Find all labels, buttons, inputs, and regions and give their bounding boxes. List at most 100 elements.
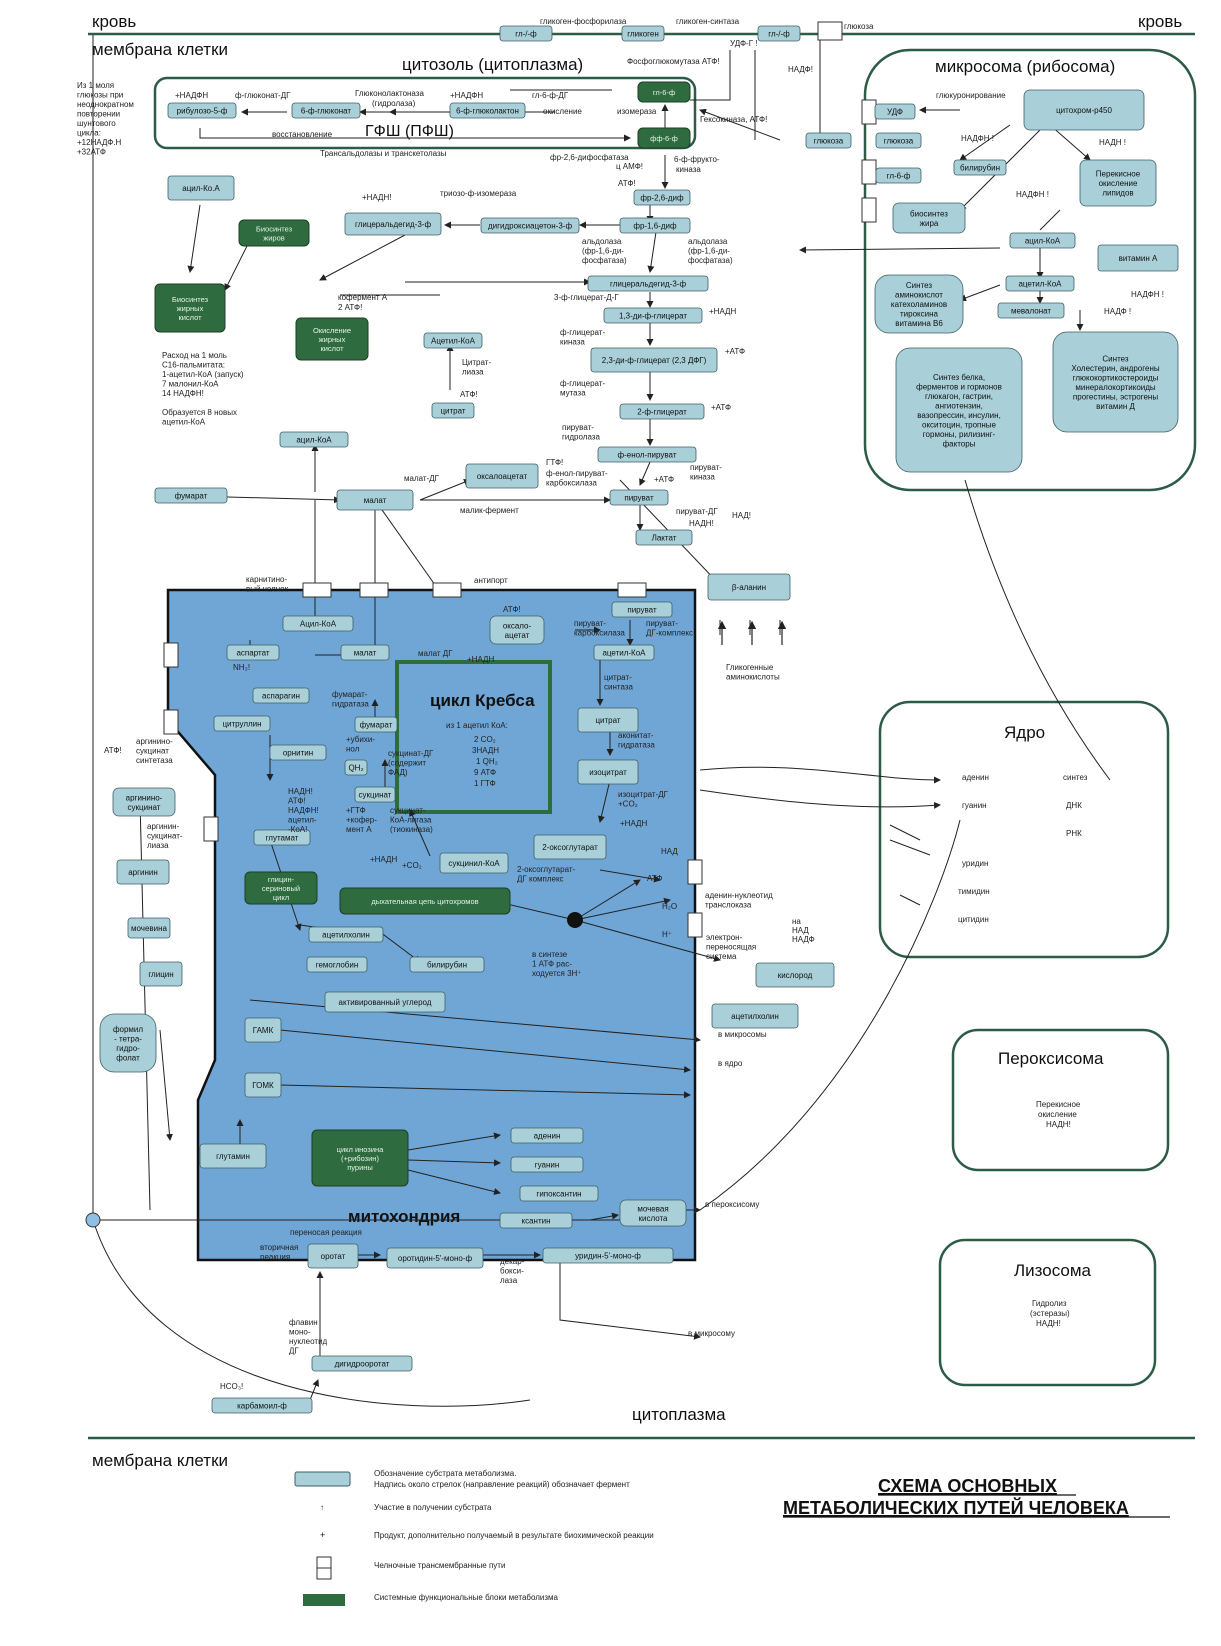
- node-box: [480, 217, 580, 234]
- enzyme-label: ДНК: [1066, 801, 1082, 810]
- enzyme-label: HCO₃!: [220, 1382, 243, 1391]
- diagram-title-1: СХЕМА ОСНОВНЫХ: [878, 1476, 1057, 1496]
- node-arginin: аргинин: [116, 859, 170, 885]
- legend-substrate-2: Надпись около стрелок (направление реакц…: [374, 1480, 630, 1489]
- lysosome-text: Гидролиз: [1032, 1299, 1067, 1308]
- node-box: [953, 159, 1007, 176]
- enzyme-label: уридин: [962, 859, 988, 868]
- enzyme-label: +CO₂: [402, 861, 422, 870]
- krebs-line: 1 ГТФ: [474, 779, 496, 788]
- node-box: [874, 274, 964, 334]
- enzyme-label: изоцитрат-ДГ: [618, 790, 669, 799]
- node-label: глюкоза: [884, 137, 914, 146]
- legend-substrate: Обозначение субстрата метаболизма.: [374, 1469, 516, 1478]
- node-label: фумарат: [175, 492, 208, 501]
- enzyme-label: гидратаза: [332, 700, 369, 709]
- node-acyl-koa: ацил-Ко.А: [167, 175, 235, 201]
- blood-right-label: кровь: [1138, 12, 1182, 31]
- node-box: [577, 707, 639, 733]
- node-qh2: QH₂: [344, 759, 368, 776]
- node-glyceral-b: глицеральдегид-3-ф: [587, 275, 709, 292]
- legend-product: Продукт, дополнительно получаемый в резу…: [374, 1531, 654, 1540]
- node-label: окисление: [1099, 179, 1138, 188]
- node-citrullin: цитруллин: [213, 715, 271, 732]
- node-box: [593, 644, 655, 661]
- block-box: [637, 127, 691, 149]
- enzyme-label: нол: [346, 745, 360, 754]
- node-label: оротидин-5'-моно-ф: [398, 1254, 473, 1263]
- node-act-carbon: активированный углерод: [324, 991, 446, 1013]
- node-box: [707, 573, 791, 601]
- node-label: ацетил-КоА: [602, 649, 646, 658]
- note-line: шунтового: [77, 119, 116, 128]
- enzyme-label: (фр-1,6-ди-: [582, 247, 624, 256]
- node-arg-sukc: аргинино-сукцинат: [112, 787, 176, 817]
- node-label: билирубин: [427, 961, 467, 970]
- peroxisome-text: НАДН!: [1046, 1120, 1071, 1129]
- node-glukoza1: глюкоза: [805, 132, 852, 149]
- legend-participation: Участие в получении субстрата: [374, 1503, 492, 1512]
- enzyme-label: на: [792, 917, 801, 926]
- node-label: УДФ: [887, 108, 903, 117]
- node-digidroorotat: дигидрооротат: [311, 1355, 413, 1372]
- node-box: [1079, 159, 1157, 207]
- enzyme-label: в синтезе: [532, 950, 568, 959]
- block-box: [311, 1129, 409, 1187]
- enzyme-label: Цитрат-: [462, 358, 491, 367]
- enzyme-label: система: [706, 952, 737, 961]
- functional-blocks: гл-6-ффф-6-фБиосинтезжировБиосинтезжирны…: [154, 81, 691, 1187]
- node-label: ГАМК: [253, 1026, 274, 1035]
- node-label: тироксина: [900, 310, 939, 319]
- node-label: ацетилхолин: [322, 931, 370, 940]
- node-fr26: фр-2,6-диф: [633, 189, 691, 206]
- enzyme-label: ф-глицерат-: [560, 328, 605, 337]
- node-laktat: Лактат: [635, 529, 693, 546]
- enzyme-label: карбоксилаза: [574, 629, 625, 638]
- enzyme-label: ц АМФ!: [616, 162, 643, 171]
- node-box: [354, 716, 398, 733]
- enzyme-label: аденин-нуклеотид: [705, 891, 773, 900]
- node-acetylholin-out: ацетилхолин: [711, 1003, 799, 1029]
- enzyme-label: кофермент А: [338, 293, 388, 302]
- microsome-label: микросома (рибосома): [935, 57, 1115, 76]
- node-bilirubin-ms: билирубин: [953, 159, 1007, 176]
- node-acyl-koa-m: Ацил-КоА: [282, 615, 354, 632]
- enzyme-label: +НАДН!: [362, 193, 391, 202]
- enzyme-label: КоА-лигаза: [390, 816, 432, 825]
- enzyme-label: Трансальдолазы и транскетолазы: [320, 149, 447, 158]
- node-label: кислота: [638, 1214, 668, 1223]
- node-box: [409, 956, 485, 973]
- cytoplasm-label: цитоплазма: [632, 1405, 726, 1424]
- node-acyl-koa-ms: ацил-КоА: [1009, 232, 1076, 249]
- node-box: [99, 1013, 157, 1073]
- enzyme-label: НАД!: [732, 511, 751, 520]
- node-fep: ф-енол-пируват: [597, 446, 697, 463]
- enzyme-label: сукцинат: [136, 747, 169, 756]
- node-label: 6-ф-глюколактон: [456, 107, 519, 116]
- node-mochevina: мочевина: [127, 917, 171, 939]
- block-label: жиров: [263, 234, 285, 243]
- node-label: Ацил-КоА: [300, 620, 337, 629]
- node-box: [542, 1247, 674, 1264]
- node-box: [590, 347, 718, 373]
- enzyme-label: НАДФН !: [1131, 290, 1164, 299]
- enzyme-label: +АТФ: [725, 347, 745, 356]
- enzyme-label: мутаза: [560, 389, 586, 398]
- enzyme-label: гликоген-синтаза: [676, 17, 740, 26]
- enzyme-label: +НАДФН: [175, 91, 208, 100]
- enzyme-label: альдолаза: [582, 237, 622, 246]
- node-label: изоцитрат: [589, 768, 627, 777]
- node-label: глюкоза: [814, 137, 844, 146]
- node-label: окситоцин, тропные: [922, 420, 997, 429]
- peroxisome-text: окисление: [1038, 1110, 1077, 1119]
- enzyme-label: H⁺: [662, 930, 672, 939]
- note-line: 14 НАДФН!: [162, 389, 204, 398]
- node-aspartat: аспартат: [226, 644, 280, 661]
- node-box: [253, 829, 311, 846]
